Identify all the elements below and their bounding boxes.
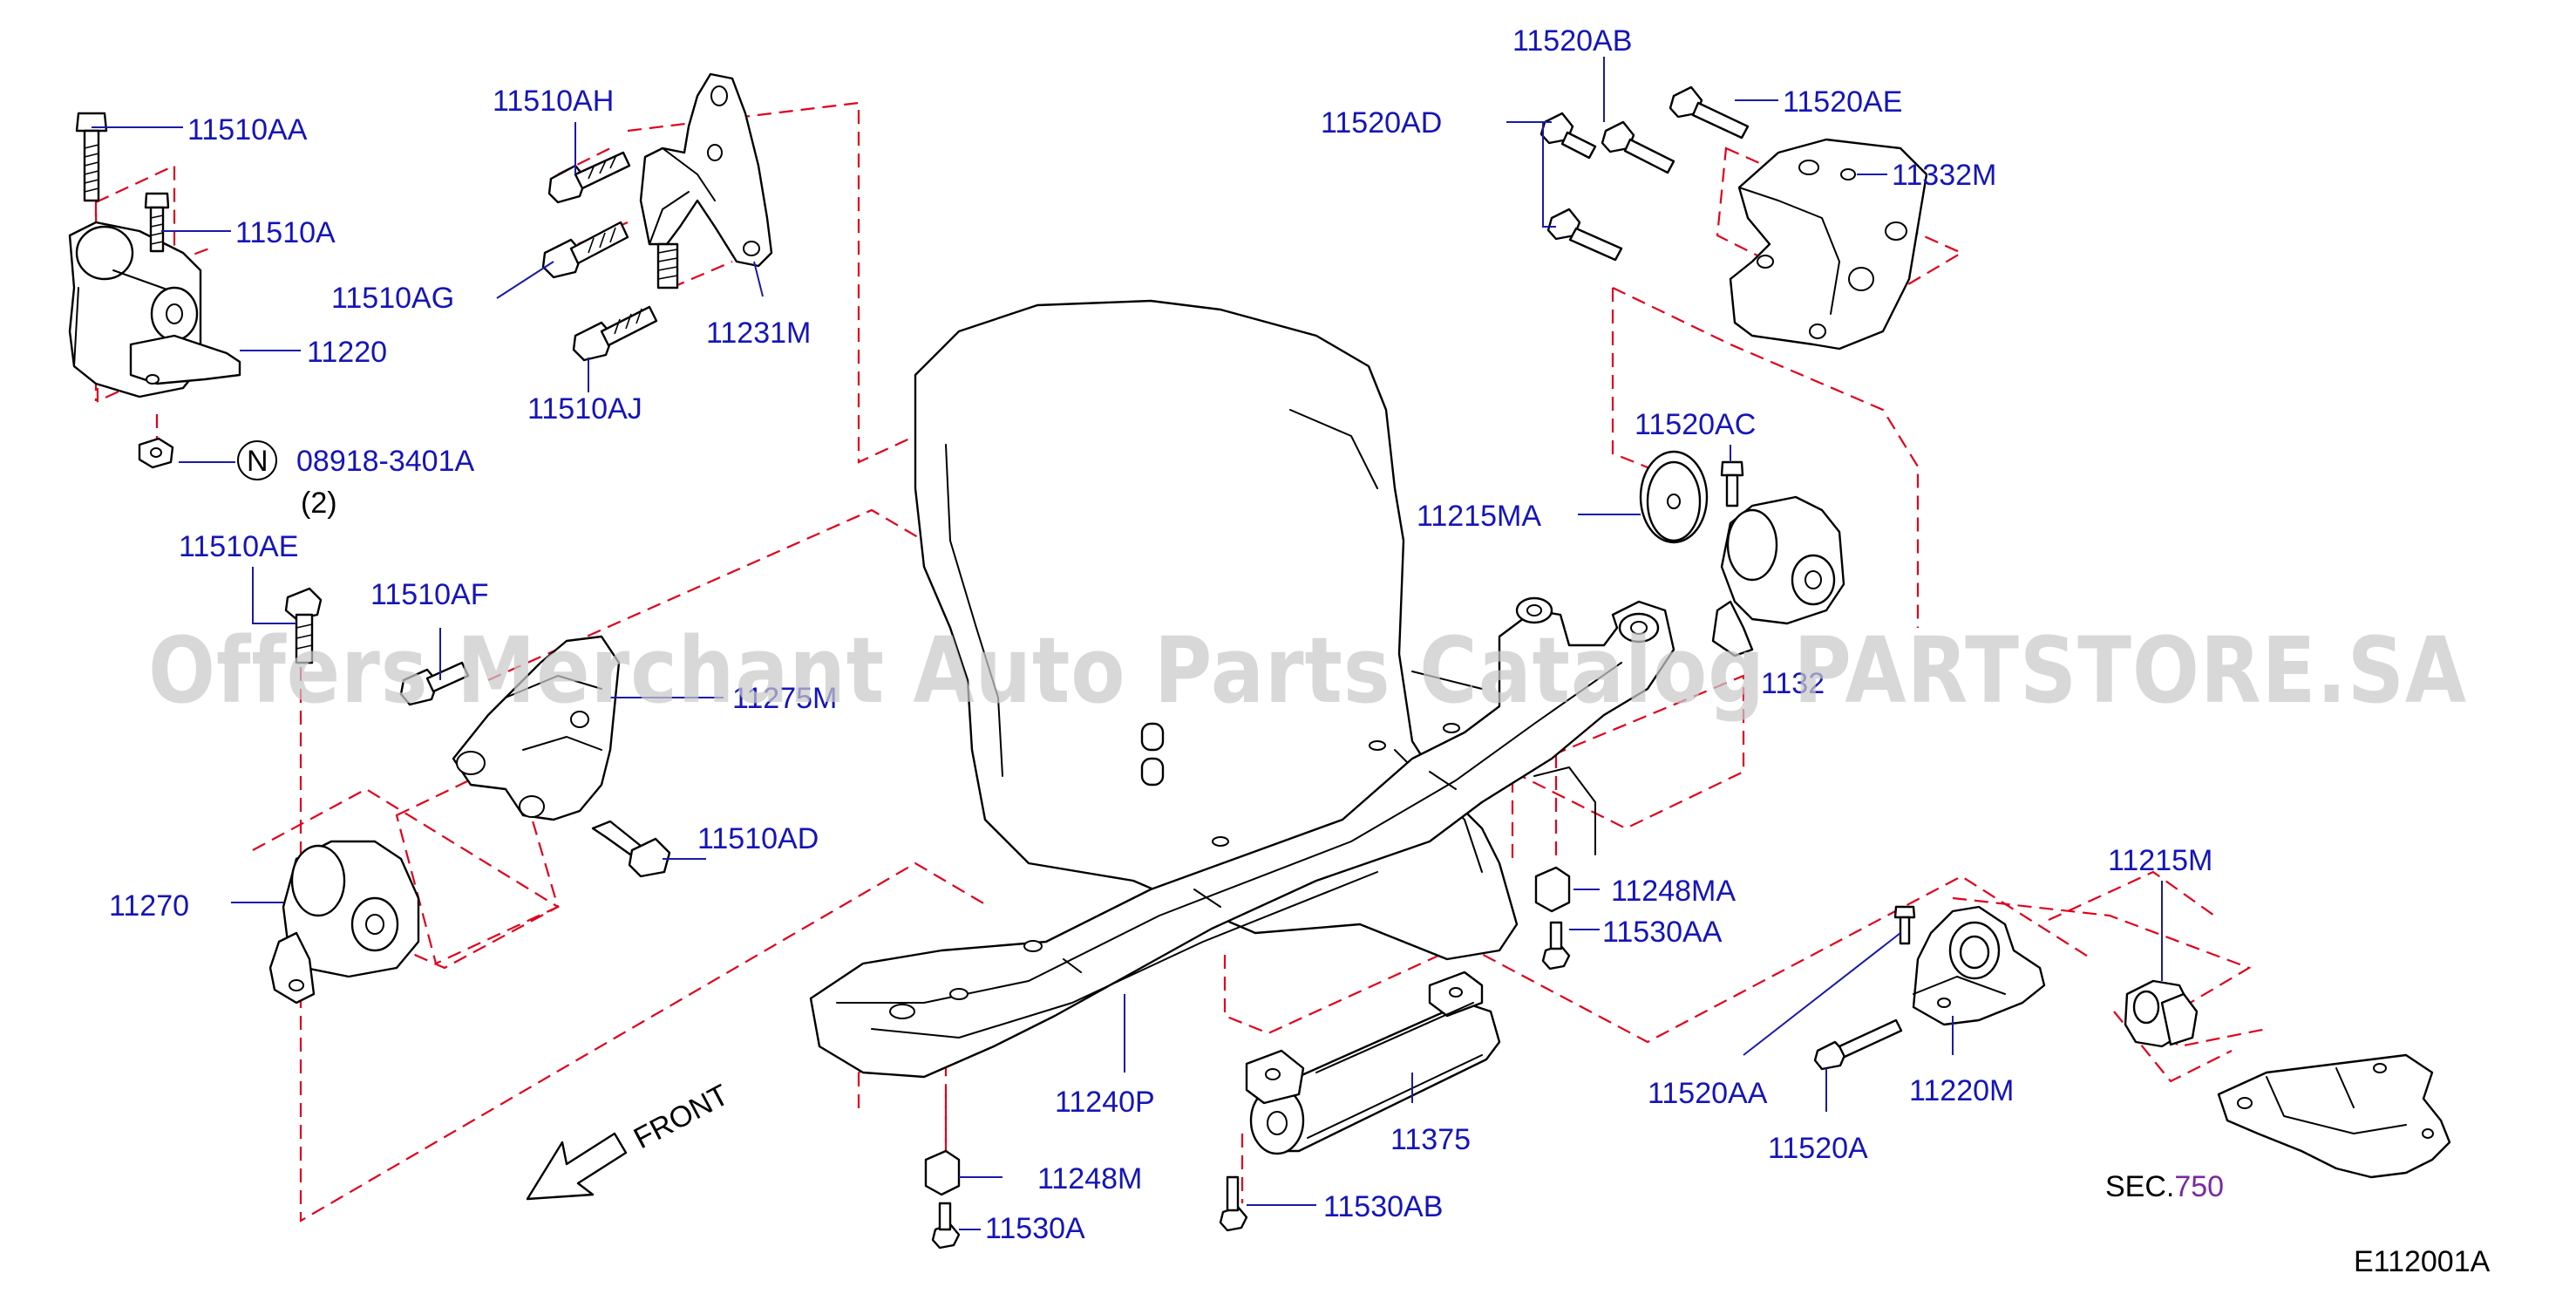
bushing-11248MA xyxy=(1534,866,1571,913)
label-11530AB: 11530AB xyxy=(1323,1190,1443,1223)
crossmember-11240P xyxy=(809,596,1675,1079)
label-11520AC: 11520AC xyxy=(1635,408,1756,441)
mount-11270 xyxy=(268,840,420,1005)
bolt-11510AF xyxy=(399,661,470,706)
label-11375: 11375 xyxy=(1390,1123,1471,1156)
nut-08918-3401A xyxy=(138,437,174,469)
label-11510AH: 11510AH xyxy=(493,85,614,118)
pad-11215M xyxy=(2124,979,2199,1048)
label-11520AD: 11520AD xyxy=(1321,106,1442,140)
bolt-11510AE xyxy=(284,587,323,664)
label-11520A: 11520A xyxy=(1768,1132,1868,1165)
sleeve-pair xyxy=(1140,722,1165,787)
label-N-marker: N xyxy=(247,445,268,478)
label-11275M: 11275M xyxy=(732,682,837,715)
diagram-code: E112001A xyxy=(2354,1245,2491,1278)
label-11510AJ: 11510AJ xyxy=(527,392,642,426)
bolt-11510AA xyxy=(75,112,108,202)
bolt-11520A xyxy=(1813,1018,1903,1071)
bolt-11510AG xyxy=(541,221,629,279)
mount-1132x xyxy=(1711,495,1845,657)
label-section-reference: SEC.750 xyxy=(2105,1170,2224,1203)
bracket-11275M xyxy=(452,635,621,821)
label-11530AA: 11530AA xyxy=(1602,916,1723,949)
bolt-11530AB xyxy=(1219,1175,1248,1232)
label-08918-3401A: 08918-3401A xyxy=(296,445,475,478)
bolt-11520AB xyxy=(1601,120,1675,174)
label-11332M: 11332M xyxy=(1892,159,1996,192)
label-11520AA: 11520AA xyxy=(1648,1077,1768,1110)
label-11240P: 11240P xyxy=(1055,1086,1155,1119)
bolt-11530A xyxy=(931,1202,961,1250)
label-11510AE: 11510AE xyxy=(179,530,298,563)
label-11215MA: 11215MA xyxy=(1417,500,1541,533)
bracket-sec-750 xyxy=(2217,1053,2451,1179)
bolt-11520AD-lower xyxy=(1546,208,1623,262)
bolt-11520AA xyxy=(1893,905,1916,945)
label-11510A: 11510A xyxy=(235,216,336,249)
mount-11220 xyxy=(68,221,241,398)
bolt-11510AH xyxy=(547,151,631,204)
label-11530A: 11530A xyxy=(985,1212,1085,1245)
bolt-11520AC xyxy=(1720,460,1744,507)
label-11248M: 11248M xyxy=(1037,1162,1142,1195)
label-11510AG: 11510AG xyxy=(331,282,454,315)
marker-N-circle xyxy=(237,440,277,480)
label-11270: 11270 xyxy=(109,889,189,923)
label-11248MA: 11248MA xyxy=(1611,875,1736,908)
label-11231M: 11231M xyxy=(706,317,811,350)
callout-labels: 11510AA 11510A 11220 N 08918-3401A (2) 1… xyxy=(109,24,2491,1278)
label-11520AB: 11520AB xyxy=(1512,24,1632,58)
front-arrow xyxy=(526,1132,628,1201)
label-11220: 11220 xyxy=(307,336,387,369)
bolt-11520AE xyxy=(1669,85,1750,140)
bolt-11520AD-upper xyxy=(1539,112,1597,160)
label-front: FRONT xyxy=(629,1079,734,1156)
label-11510AA: 11510AA xyxy=(187,113,308,146)
bracket-11231M xyxy=(639,72,773,289)
bolt-11510AD xyxy=(591,820,671,878)
label-1132x: 1132 xyxy=(1761,667,1825,700)
label-11510AF: 11510AF xyxy=(370,578,488,611)
engine-block xyxy=(914,299,1596,961)
bushing-11248M xyxy=(924,1149,961,1196)
label-11220M: 11220M xyxy=(1909,1074,2014,1107)
label-quantity: (2) xyxy=(301,487,337,520)
leader-lines xyxy=(92,57,2163,1230)
bracket-11332M xyxy=(1729,138,1928,351)
pad-11215MA xyxy=(1639,450,1709,544)
label-11215M: 11215M xyxy=(2108,844,2212,877)
watermark-text: Offers Merchant Auto Parts Catalog PARTS… xyxy=(148,617,2467,724)
bolt-11510AJ xyxy=(572,305,658,362)
bolt-11530AA xyxy=(1541,921,1571,970)
label-11520AE: 11520AE xyxy=(1783,85,1902,119)
mount-11220M xyxy=(1912,905,2046,1026)
bolt-11510A xyxy=(144,192,170,253)
damper-11375 xyxy=(1245,970,1501,1155)
label-11510AD: 11510AD xyxy=(697,822,819,855)
